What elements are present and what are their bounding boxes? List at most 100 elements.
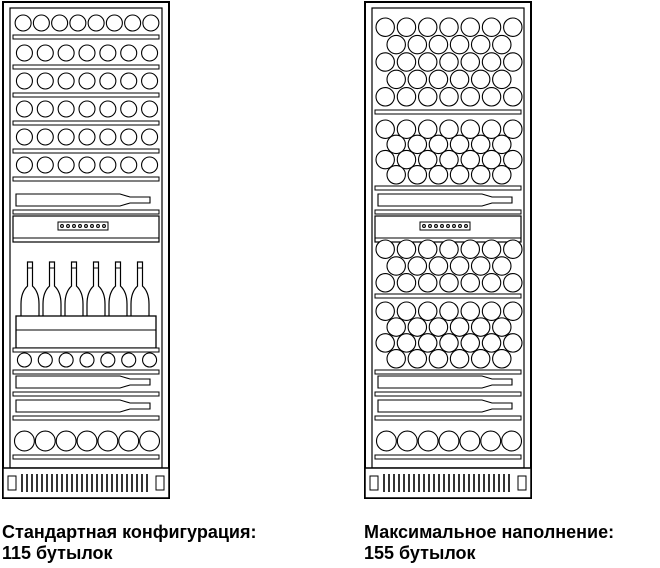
base-foot-right <box>517 475 527 491</box>
bottle-end <box>139 430 161 452</box>
wire-shelf <box>12 347 160 353</box>
wire-shelf <box>12 148 160 154</box>
bottle-end <box>57 72 75 90</box>
stacked-bottle <box>449 134 470 155</box>
stacked-bottle <box>386 134 406 155</box>
stacked-bottle <box>439 301 459 321</box>
stacked-bottle <box>386 317 406 337</box>
bottle-end <box>78 128 96 146</box>
bottle-end <box>124 14 142 32</box>
stacked-bottle <box>396 149 417 170</box>
lying-bottle <box>15 375 151 389</box>
stacked-bottle <box>386 165 406 185</box>
stacked-bottle <box>407 34 428 55</box>
control-button <box>72 224 76 228</box>
stacked-bottle <box>428 69 449 90</box>
control-button <box>434 224 438 228</box>
stacked-bottle <box>481 273 502 293</box>
stacked-bottle <box>375 119 395 139</box>
control-button <box>96 224 100 228</box>
bottle-end <box>16 352 32 368</box>
bottle-end <box>105 14 123 32</box>
control-button <box>90 224 94 228</box>
stacked-bottle <box>428 134 449 155</box>
bottle-end <box>14 14 32 32</box>
stacked-bottle <box>417 301 438 321</box>
bottle-end <box>57 156 75 174</box>
stacked-bottle <box>407 134 428 155</box>
stacked-bottle <box>396 301 417 321</box>
stacked-bottle <box>375 17 395 37</box>
stacked-bottle <box>375 52 395 72</box>
stacked-bottle <box>407 349 428 369</box>
stacked-bottle <box>460 239 481 259</box>
bottle-end <box>78 156 96 174</box>
bottle-end <box>99 100 117 118</box>
stacked-bottle <box>492 34 512 55</box>
bottle-end <box>120 156 138 174</box>
stacked-bottle <box>492 69 512 90</box>
stacked-bottle <box>396 333 417 353</box>
stacked-bottle <box>417 17 438 37</box>
base-foot-left <box>369 475 379 491</box>
bottle-end <box>79 352 95 368</box>
wire-shelf <box>12 120 160 126</box>
control-button <box>452 224 456 228</box>
bottle-end <box>417 430 439 452</box>
wire-shelf <box>374 293 522 299</box>
bottle-end <box>57 44 75 62</box>
bottle-end <box>375 430 397 452</box>
bottle-end <box>36 44 54 62</box>
wine-cabinet-maximum-drawing <box>364 1 532 499</box>
stacked-bottle <box>417 333 438 353</box>
stacked-bottle <box>460 333 481 353</box>
bottle-end <box>118 430 140 452</box>
stacked-bottle <box>470 165 491 185</box>
stacked-bottle <box>470 256 491 276</box>
control-display <box>57 221 109 231</box>
stacked-bottle <box>396 17 417 37</box>
lying-bottle <box>377 193 513 207</box>
stacked-bottle <box>428 165 449 185</box>
bottle-end <box>36 72 54 90</box>
stacked-bottle <box>492 165 512 185</box>
bottle-end <box>15 156 33 174</box>
bottle-end <box>55 430 77 452</box>
bottle-end <box>99 44 117 62</box>
control-button <box>440 224 444 228</box>
wire-shelf <box>12 369 160 375</box>
stacked-bottle <box>460 301 481 321</box>
maximum-configuration-diagram <box>362 0 537 510</box>
wire-shelf <box>12 34 160 40</box>
stacked-bottle <box>492 317 512 337</box>
wire-shelf <box>374 209 522 215</box>
base-foot-right <box>155 475 165 491</box>
wire-shelf <box>12 391 160 397</box>
stacked-bottle <box>481 119 502 139</box>
bottle-end <box>120 44 138 62</box>
control-button <box>446 224 450 228</box>
bottle-end <box>141 156 159 174</box>
stacked-bottle <box>460 87 481 107</box>
stacked-bottle <box>439 119 459 139</box>
stacked-bottle <box>492 256 512 276</box>
bottle-end <box>99 128 117 146</box>
wire-shelf <box>374 415 522 421</box>
wire-shelf <box>374 369 522 375</box>
stacked-bottle <box>503 333 523 353</box>
wire-shelf <box>374 185 522 191</box>
stacked-bottle <box>503 87 523 107</box>
wire-shelf <box>374 391 522 397</box>
bottle-end <box>141 72 159 90</box>
stacked-bottle <box>417 119 438 139</box>
stacked-bottle <box>386 69 406 90</box>
cabinet-base <box>2 467 170 499</box>
control-button <box>464 224 468 228</box>
bottle-end <box>32 14 50 32</box>
lying-bottle <box>15 193 151 207</box>
bottle-end <box>142 14 160 32</box>
bottle-end <box>121 352 137 368</box>
lying-bottle <box>377 375 513 389</box>
stacked-bottle <box>470 317 491 337</box>
control-button <box>66 224 70 228</box>
